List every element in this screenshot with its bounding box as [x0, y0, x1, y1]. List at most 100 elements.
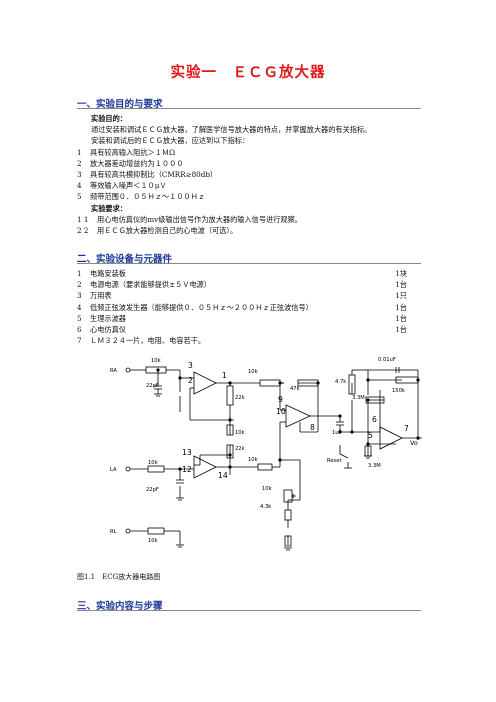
spec-number: 1 [77, 147, 82, 157]
label-ra: RA [110, 368, 117, 374]
label-r-bot-out: 10k [248, 457, 258, 463]
ecg-amplifier-schematic: RA LA RL Vo Reset 10k 10k 10k 22pF 22pF … [110, 357, 422, 551]
section-divider [77, 108, 421, 109]
equipment-number: 7 [77, 336, 82, 346]
opamp-lower [193, 455, 217, 479]
spec-text: 频带范围０．０５Ｈｚ～１００Ｈｚ [90, 192, 206, 202]
label-c-ra: 22pF [146, 383, 159, 389]
label-c-la: 22pF [146, 487, 159, 493]
equipment-item: 4 低频正弦波发生器（能够提供０．０５Ｈｚ～２００Ｈｚ正弦波信号） 1台 [77, 302, 421, 313]
schematic-labels: RA LA RL Vo Reset 10k 10k 10k 22pF 22pF … [110, 357, 418, 544]
equipment-name: ＬＭ３２４一片，电阻、电容若干。 [90, 336, 206, 346]
equipment-qty: 1只 [395, 291, 407, 301]
label-r-150k: 150k [392, 388, 405, 394]
label-r-rl: 10k [148, 538, 158, 544]
requirement-number: 1 1 [77, 214, 89, 224]
opamp-final [379, 426, 403, 450]
equipment-qty: 1块 [395, 269, 407, 278]
requirement-text: 用ＥＣＧ放大器检测自己的心电波（可选）。 [97, 225, 238, 235]
label-r-fb-top: 22k [235, 395, 245, 401]
equipment-qty: 1台 [395, 280, 407, 290]
equipment-number: 6 [77, 324, 82, 334]
equipment-item: 5 生理示波器 1台 [77, 313, 421, 324]
equipment-item: 2 电源电源（要求能够提供±５Ｖ电源） 1台 [77, 279, 421, 290]
label-la: LA [110, 467, 117, 473]
section-heading-procedure: 三、实验内容与步骤 [77, 601, 163, 612]
opamp-diff [285, 404, 311, 428]
label-r-43k: 4.3k [260, 504, 271, 510]
equipment-number: 1 [77, 269, 82, 278]
equipment-name: 电源电源（要求能够提供±５Ｖ电源） [90, 280, 212, 290]
equipment-item: 6 心电仿真仪 1台 [77, 324, 421, 335]
spec-number: 4 [77, 181, 82, 191]
pin-1: 1 [222, 371, 227, 380]
purpose-text: 安装和调试后的ＥＣＧ放大器，应达到以下指标： [91, 136, 250, 146]
label-rl: RL [110, 529, 117, 535]
label-r-fb-bot: 22k [235, 446, 245, 452]
equipment-number: 4 [77, 302, 82, 312]
spec-text: 等效输入噪声＜１０μＶ [90, 181, 167, 191]
spec-item: 5 频带范围０．０５Ｈｚ～１００Ｈｚ [77, 191, 421, 202]
pin-8: 8 [310, 423, 315, 432]
pin-10: 10 [276, 407, 286, 416]
page-title: 实验一 ＥＣＧ放大器 [170, 65, 326, 81]
purpose-text: 通过安装和调试ＥＣＧ放大器，了解医学信号放大器的特点，并掌握放大器的有关指标。 [91, 125, 372, 135]
terminals [125, 367, 131, 534]
requirement-text: 用心电仿真仪的mv级输出信号作为放大器的输入信号进行观察。 [97, 214, 302, 224]
label-c-001: 0.01uF [378, 357, 396, 363]
label-r-47: 4.7k [335, 379, 346, 385]
label-r-top-out: 10k [248, 369, 258, 375]
section-divider [77, 263, 421, 264]
label-r-47k: 47k [290, 386, 300, 392]
pin-9: 9 [278, 395, 283, 404]
equipment-number: 2 [77, 280, 82, 290]
section-heading-equipment: 二、实验设备与元器件 [77, 254, 173, 265]
capacitor-symbols [154, 367, 400, 484]
opamp-upper [193, 371, 217, 395]
spec-number: 3 [77, 169, 82, 179]
equipment-qty: 1台 [395, 313, 407, 323]
equipment-number: 5 [77, 313, 82, 323]
pin-12: 12 [182, 465, 192, 474]
pin-6: 6 [372, 415, 377, 424]
spec-item: 4 等效输入噪声＜１０μＶ [77, 180, 421, 191]
equipment-qty: 1台 [395, 302, 407, 312]
equipment-name: 低频正弦波发生器（能够提供０．０５Ｈｚ～２００Ｈｚ正弦波信号） [90, 302, 313, 312]
equipment-name: 生理示波器 [90, 313, 126, 323]
pin-7: 7 [404, 424, 409, 433]
pin-13: 13 [182, 448, 192, 457]
requirements-heading: 实验要求： [91, 203, 127, 213]
label-reset: Reset [327, 458, 342, 464]
label-c-1uf: 1uF [332, 430, 342, 436]
label-r-33m-b: 3.3M [368, 463, 381, 469]
spec-text: 放大器差动增益约为１０００ [90, 158, 184, 168]
wiring [130, 369, 422, 545]
potentiometer [283, 489, 296, 503]
ground-symbols [154, 393, 372, 551]
section-divider [77, 610, 421, 611]
purpose-heading: 实验目的： [91, 114, 127, 123]
objectives-block: 实验目的： 通过安装和调试ＥＣＧ放大器，了解医学信号放大器的特点，并掌握放大器的… [77, 113, 421, 236]
spec-number: 5 [77, 192, 82, 202]
equipment-name: 万用表 [90, 291, 112, 301]
figure-caption: 图1.1 ECG放大器电路图 [77, 573, 161, 581]
pin-2: 2 [188, 376, 193, 385]
label-r-la: 10k [148, 460, 158, 466]
pin-14: 14 [218, 471, 228, 480]
section-heading-objectives: 一、实验目的与要求 [77, 99, 163, 110]
label-r-gain: 10k [235, 430, 245, 436]
requirement-item: 2 2 用ＥＣＧ放大器检测自己的心电波（可选）。 [77, 225, 421, 236]
equipment-name: 心电仿真仪 [90, 324, 126, 334]
equipment-name: 电路安装板 [90, 269, 126, 278]
equipment-item: 1 电路安装板 1块 [77, 268, 421, 279]
label-r-33m-a: 3.3M [352, 395, 365, 401]
equipment-qty: 1台 [395, 324, 407, 334]
pin-3: 3 [188, 361, 193, 370]
requirement-number: 2 2 [77, 225, 89, 235]
requirement-item: 1 1 用心电仿真仪的mv级输出信号作为放大器的输入信号进行观察。 [77, 214, 421, 225]
